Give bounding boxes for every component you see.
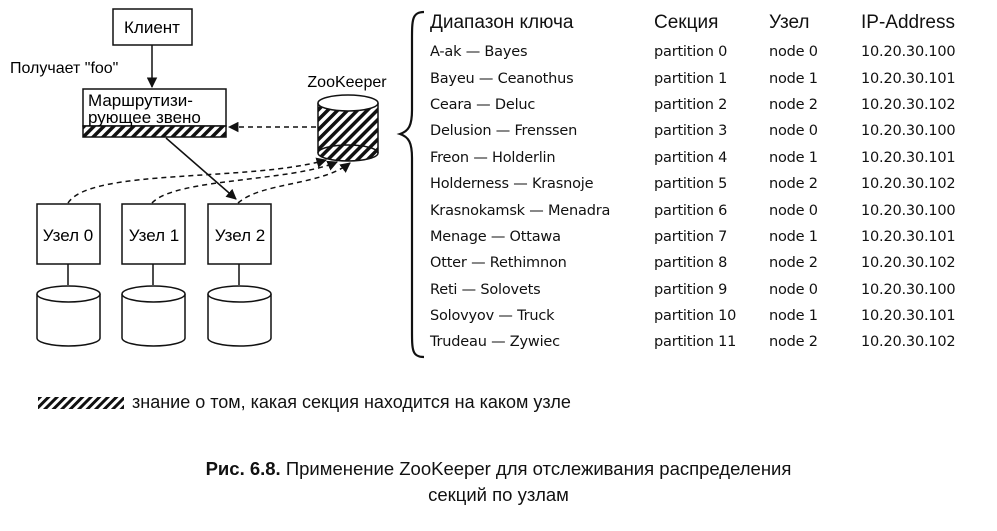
node-0-storage-cylinder [36,285,101,347]
node-cell: node 0 [769,123,818,140]
request-label: Получает "foo" [10,60,118,77]
client-box: Клиент [112,8,193,46]
header-key-range: Диапазон ключа [430,12,574,33]
node-1: Узел 1 [121,203,186,285]
node0-to-zookeeper-arrow [67,157,328,204]
table-row: Bayeu — Ceanothus partition 1 node 1 10.20.… [430,65,981,91]
key-range-cell: Solovyov — Truck [430,308,555,325]
node-cell: node 0 [769,281,818,298]
ip-cell: 10.20.30.102 [861,96,956,113]
node1-to-zookeeper-arrow [151,160,338,204]
table-row: Ceara — Deluc partition 2 node 2 10.20.30.1… [430,92,981,118]
legend: знание о том, какая секция находится на … [38,392,571,413]
ip-cell: 10.20.30.102 [861,255,956,272]
header-partition: Секция [654,12,719,33]
table-brace [396,10,425,359]
table-row: Delusion — Frenssen partition 3 node 0 10.2… [430,118,981,144]
key-range-cell: Reti — Solovets [430,281,541,298]
key-range-cell: Delusion — Frenssen [430,123,578,140]
zookeeper-label: ZooKeeper [307,74,387,91]
ip-cell: 10.20.30.102 [861,176,956,193]
table-header-row: Диапазон ключа Секция Узел IP-Address [430,12,981,39]
partition-cell: partition 7 [654,228,728,245]
caption-text-line2: секций по узлам [428,484,569,505]
node-cell: node 0 [769,44,818,61]
ip-cell: 10.20.30.101 [861,149,956,166]
ip-cell: 10.20.30.100 [861,281,956,298]
partition-cell: partition 5 [654,176,728,193]
key-range-cell: Freon — Holderlin [430,149,556,166]
header-node: Узел [769,12,810,33]
key-range-cell: Otter — Rethimnon [430,255,567,272]
routing-tier-box: Маршрутизи- рующее звено [82,88,227,138]
node-1-label: Узел 1 [129,226,179,245]
table-row: Trudeau — Zywiec partition 11 node 2 10.20.… [430,329,981,355]
table-row: A-ak — Bayes partition 0 node 0 10.20.30.10… [430,39,981,65]
key-range-cell: Bayeu — Ceanothus [430,70,574,87]
ip-cell: 10.20.30.101 [861,228,956,245]
caption-text-line1: Применение ZooKeeper для отслеживания ра… [285,458,792,479]
partition-cell: partition 2 [654,96,728,113]
key-range-cell: Menage — Ottawa [430,228,561,245]
hatch-legend-swatch [38,396,124,409]
node-cell: node 2 [769,96,818,113]
table-row: Reti — Solovets partition 9 node 0 10.20.30… [430,277,981,303]
partition-cell: partition 10 [654,308,737,325]
node-cell: node 2 [769,176,818,193]
partition-cell: partition 8 [654,255,728,272]
partition-table: Диапазон ключа Секция Узел IP-Address A-… [430,12,990,356]
partition-cell: partition 9 [654,281,728,298]
partition-cell: partition 6 [654,202,728,219]
caption-line1: Рис. 6.8. Применение ZooKeeper для отсле… [0,456,997,482]
routing-tier-knowledge-band [82,125,227,138]
node-1-storage-cylinder [121,285,186,347]
node-cell: node 1 [769,308,818,325]
table-row: Krasnokamsk — Menadra partition 6 node 0 10… [430,197,981,223]
partition-cell: partition 1 [654,70,728,87]
ip-cell: 10.20.30.102 [861,334,956,351]
ip-cell: 10.20.30.100 [861,44,956,61]
partition-cell: partition 0 [654,44,728,61]
key-range-cell: A-ak — Bayes [430,44,528,61]
table-row: Freon — Holderlin partition 4 node 1 10.20.… [430,145,981,171]
legend-text: знание о том, какая секция находится на … [132,392,571,412]
node-cell: node 2 [769,334,818,351]
key-range-cell: Trudeau — Zywiec [430,334,560,351]
client-label: Клиент [124,18,180,37]
caption-label: Рис. 6.8. [205,458,281,479]
node-0-label: Узел 0 [43,226,93,245]
node-cell: node 0 [769,202,818,219]
table-row: Holderness — Krasnoje partition 5 node 2 10… [430,171,981,197]
node-2-label: Узел 2 [215,226,265,245]
table-row: Otter — Rethimnon partition 8 node 2 10.20.… [430,250,981,276]
router-label-line2: рующее звено [88,108,201,127]
node-0: Узел 0 [36,203,101,285]
header-ip-address: IP-Address [861,12,955,33]
key-range-cell: Krasnokamsk — Menadra [430,202,611,219]
figure-caption: Рис. 6.8. Применение ZooKeeper для отсле… [0,456,997,508]
table-row: Menage — Ottawa partition 7 node 1 10.20.30… [430,224,981,250]
router-label-line1: Маршрутизи- [88,91,193,110]
node-cell: node 1 [769,149,818,166]
router-to-node2-arrow [165,137,237,200]
node2-to-zookeeper-arrow [237,162,351,204]
partition-cell: partition 3 [654,123,728,140]
key-range-cell: Ceara — Deluc [430,96,536,113]
node-cell: node 2 [769,255,818,272]
node-2-storage-cylinder [207,285,272,347]
ip-cell: 10.20.30.100 [861,123,956,140]
partition-cell: partition 11 [654,334,737,351]
zookeeper-cylinder [317,94,379,162]
node-cell: node 1 [769,70,818,87]
ip-cell: 10.20.30.100 [861,202,956,219]
ip-cell: 10.20.30.101 [861,70,956,87]
key-range-cell: Holderness — Krasnoje [430,176,594,193]
ip-cell: 10.20.30.101 [861,308,956,325]
table-row: Solovyov — Truck partition 10 node 1 10.20.… [430,303,981,329]
node-cell: node 1 [769,228,818,245]
partition-cell: partition 4 [654,149,728,166]
node-2: Узел 2 [207,203,272,285]
